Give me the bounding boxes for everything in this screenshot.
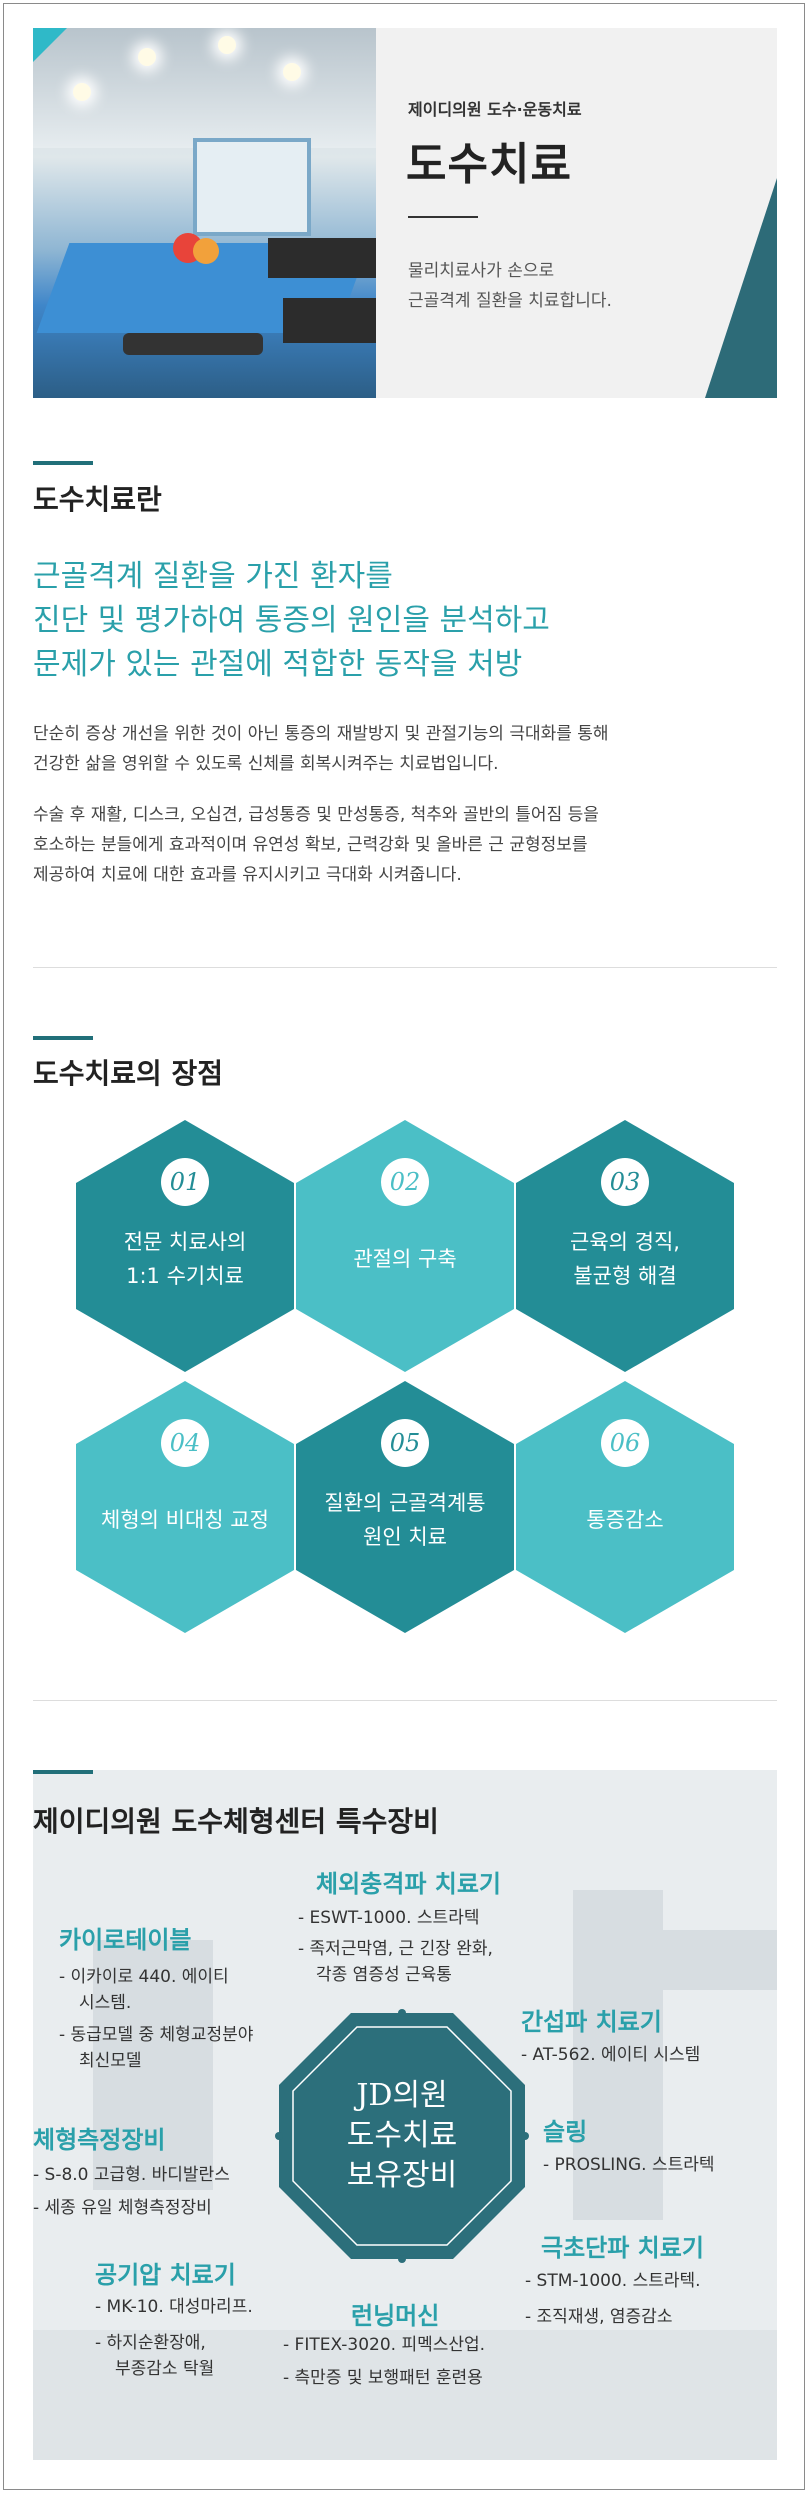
benefit-hexagon: 04 체형의 비대칭 교정 xyxy=(76,1381,294,1633)
section-title-equipment: 제이디의원 도수체형센터 특수장비 xyxy=(33,1805,439,1838)
about-paragraph: 호소하는 분들에게 효과적이며 유연성 확보, 근력강화 및 올바른 근 균형정… xyxy=(33,835,588,855)
about-paragraph: 단순히 증상 개선을 위한 것이 아닌 통증의 재발방지 및 관절기능의 극대화… xyxy=(33,724,609,744)
equipment-title: 체외충격파 치료기 xyxy=(316,1870,501,1898)
lead-line: 진단 및 평가하여 통증의 원인을 분석하고 xyxy=(33,603,550,638)
section-accent-bar xyxy=(33,461,93,465)
benefit-hexagon: 02 관절의 구축 xyxy=(296,1120,514,1372)
hero-description: 물리치료사가 손으로 xyxy=(408,261,555,281)
equipment-detail: - STM-1000. 스트라텍. xyxy=(525,2271,701,2291)
benefit-label: 체형의 비대칭 교정 xyxy=(101,1508,269,1532)
equipment-title: 카이로테이블 xyxy=(59,1926,192,1954)
equipment-detail: 각종 염증성 근육통 xyxy=(316,1965,452,1985)
equipment-detail: - PROSLING. 스트라텍 xyxy=(543,2155,715,2175)
benefit-number: 02 xyxy=(381,1158,429,1206)
equipment-title: 런닝머신 xyxy=(351,2302,440,2330)
benefit-label: 근육의 경직,불균형 해결 xyxy=(570,1230,680,1288)
equipment-detail: - 세종 유일 체형측정장비 xyxy=(33,2198,212,2218)
equipment-title: 체형측정장비 xyxy=(33,2126,166,2154)
benefit-number: 04 xyxy=(161,1419,209,1467)
equipment-detail: 시스템. xyxy=(79,1993,132,2013)
center-label: 도수치료 xyxy=(346,2118,458,2153)
section-accent-bar xyxy=(33,1036,93,1040)
section-accent-bar xyxy=(33,1770,93,1774)
title-divider xyxy=(408,216,478,218)
benefit-number: 03 xyxy=(601,1158,649,1206)
hero-description: 근골격계 질환을 치료합니다. xyxy=(408,291,612,311)
benefit-hexagon: 06 통증감소 xyxy=(516,1381,734,1633)
lead-line: 근골격계 질환을 가진 환자를 xyxy=(33,559,393,594)
decorative-triangle xyxy=(705,178,777,398)
page-title: 도수치료 xyxy=(406,139,572,190)
hero-banner: 제이디의원 도수·운동치료 도수치료 물리치료사가 손으로 근골격계 질환을 치… xyxy=(33,28,777,398)
center-label: 보유장비 xyxy=(346,2158,458,2193)
equipment-detail: - 동급모델 중 체형교정분야 xyxy=(59,2025,254,2045)
lead-line: 문제가 있는 관절에 적합한 동작을 처방 xyxy=(33,647,523,682)
equipment-detail: - 하지순환장애, xyxy=(95,2333,206,2353)
equipment-title: 극초단파 치료기 xyxy=(541,2234,704,2262)
section-title-benefits: 도수치료의 장점 xyxy=(33,1057,224,1090)
equipment-detail: - 조직재생, 염증감소 xyxy=(525,2307,673,2327)
equipment-detail: - AT-562. 에이티 시스템 xyxy=(521,2045,701,2065)
page-frame xyxy=(3,3,805,2490)
equipment-section: 제이디의원 도수체형센터 특수장비 JD의원 도수치료 보유장비 카이로테이블 … xyxy=(33,1770,777,2460)
equipment-detail: 부종감소 탁월 xyxy=(115,2359,215,2379)
benefit-number: 05 xyxy=(381,1419,429,1467)
section-title-about: 도수치료란 xyxy=(33,483,162,516)
equipment-title: 공기압 치료기 xyxy=(95,2261,236,2289)
benefit-hexagon: 03 근육의 경직,불균형 해결 xyxy=(516,1120,734,1372)
equipment-detail: - 족저근막염, 근 긴장 완화, xyxy=(298,1939,493,1959)
benefit-label: 관절의 구축 xyxy=(353,1247,457,1271)
equipment-detail: 최신모델 xyxy=(79,2051,142,2071)
benefit-number: 06 xyxy=(601,1419,649,1467)
section-divider xyxy=(33,967,777,968)
equipment-detail: - FITEX-3020. 피멕스산업. xyxy=(283,2335,486,2355)
about-paragraph: 제공하여 치료에 대한 효과를 유지시키고 극대화 시켜줍니다. xyxy=(33,865,462,885)
hero-subtitle: 제이디의원 도수·운동치료 xyxy=(408,100,582,119)
center-label: JD의원 xyxy=(356,2078,448,2113)
equipment-detail: - 측만증 및 보행패턴 훈련용 xyxy=(283,2368,483,2388)
benefit-number: 01 xyxy=(161,1158,209,1206)
equipment-detail: - ESWT-1000. 스트라텍 xyxy=(298,1908,480,1928)
benefit-label: 통증감소 xyxy=(586,1508,664,1532)
equipment-detail: - 이카이로 440. 에이티 xyxy=(59,1967,229,1987)
clinic-photo xyxy=(33,28,376,398)
equipment-title: 슬링 xyxy=(543,2118,588,2146)
equipment-detail: - S-8.0 고급형. 바디발란스 xyxy=(33,2165,230,2185)
about-paragraph: 수술 후 재활, 디스크, 오십견, 급성통증 및 만성통증, 척추와 골반의 … xyxy=(33,805,599,825)
center-octagon xyxy=(275,2009,529,2263)
section-divider xyxy=(33,1700,777,1701)
about-paragraph: 건강한 삶을 영위할 수 있도록 신체를 회복시켜주는 치료법입니다. xyxy=(33,754,499,774)
equipment-detail: - MK-10. 대성마리프. xyxy=(95,2297,253,2317)
equipment-title: 간섭파 치료기 xyxy=(521,2008,662,2036)
